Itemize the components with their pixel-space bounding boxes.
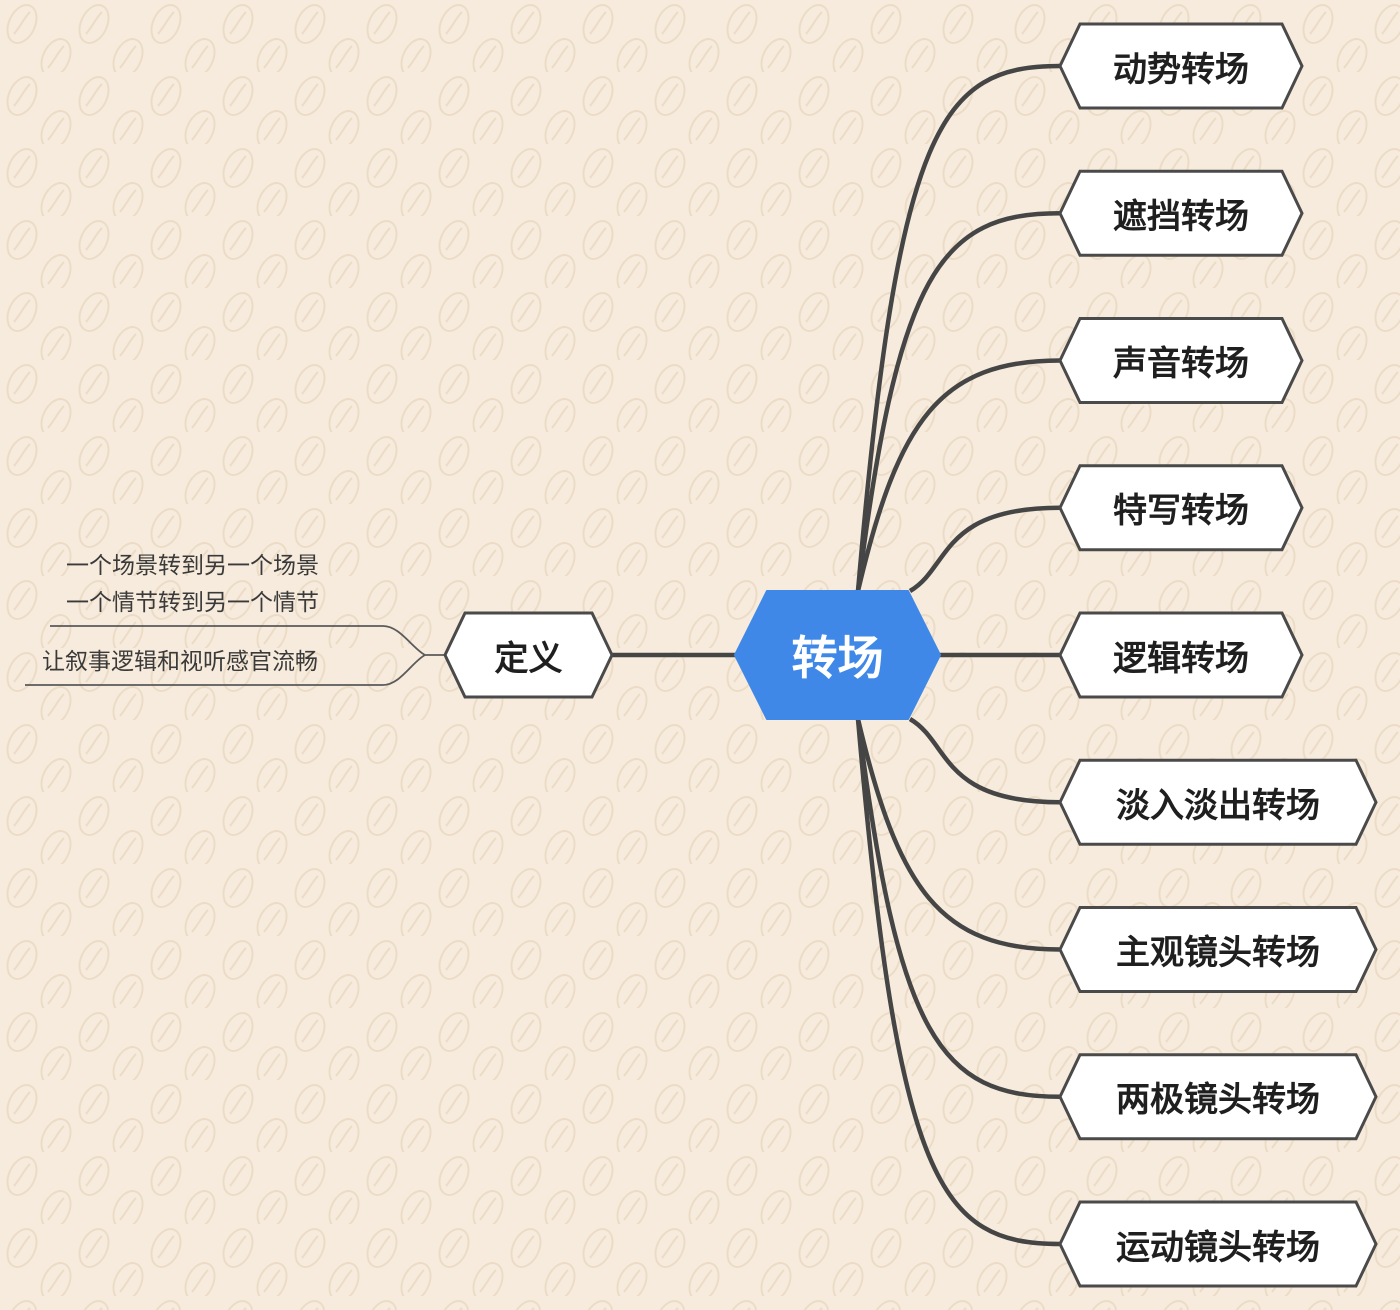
branch-node-label[interactable]: 动势转场 <box>1113 49 1249 90</box>
connector-line <box>908 717 1061 805</box>
root-node-shape[interactable] <box>734 590 941 720</box>
connector-line <box>855 211 1061 592</box>
branch-node-shape[interactable] <box>1058 317 1304 404</box>
branch-node-label[interactable]: 遮挡转场 <box>1113 196 1249 237</box>
root-node-label[interactable]: 转场 <box>791 631 884 685</box>
branch-node-label[interactable]: 特写转场 <box>1113 491 1249 532</box>
branch-node-label[interactable]: 声音转场 <box>1113 344 1249 384</box>
notes-bracket-line <box>25 654 426 686</box>
branch-node-shape[interactable] <box>1058 22 1304 110</box>
connector-line <box>855 718 1061 1099</box>
branch-node-label[interactable]: 主观镜头转场 <box>1116 933 1320 973</box>
branch-node-shape[interactable] <box>1058 464 1304 552</box>
branch-node-label[interactable]: 逻辑转场 <box>1113 638 1249 679</box>
branch-node-shape[interactable] <box>1058 906 1378 993</box>
connector-line <box>855 358 1061 592</box>
definition-node-shape[interactable] <box>443 611 614 699</box>
definition-note-2: 一个情节转到另一个情节 <box>66 590 319 616</box>
definition-note-1: 一个场景转到另一个场景 <box>66 553 319 579</box>
branch-nodes <box>1058 22 1378 1288</box>
branch-node-shape[interactable] <box>1058 1200 1378 1288</box>
connector-line <box>855 718 1061 952</box>
branch-node-label[interactable]: 运动镜头转场 <box>1116 1227 1320 1268</box>
branch-node-label[interactable]: 淡入淡出转场 <box>1116 785 1320 826</box>
branch-node-label[interactable]: 两极镜头转场 <box>1116 1080 1320 1121</box>
branch-node-shape[interactable] <box>1058 1053 1378 1141</box>
branch-node-shape[interactable] <box>1058 611 1304 699</box>
connector-lines <box>612 63 1061 1247</box>
connector-line <box>855 718 1061 1247</box>
branch-node-shape[interactable] <box>1058 758 1378 846</box>
center-nodes <box>443 590 941 720</box>
branch-node-shape[interactable] <box>1058 169 1304 257</box>
connector-line <box>855 63 1061 592</box>
definition-note-3: 让叙事逻辑和视听感官流畅 <box>42 649 318 675</box>
definition-node-label[interactable]: 定义 <box>494 638 563 679</box>
notes-bracket <box>25 625 445 686</box>
connector-line <box>908 505 1061 593</box>
